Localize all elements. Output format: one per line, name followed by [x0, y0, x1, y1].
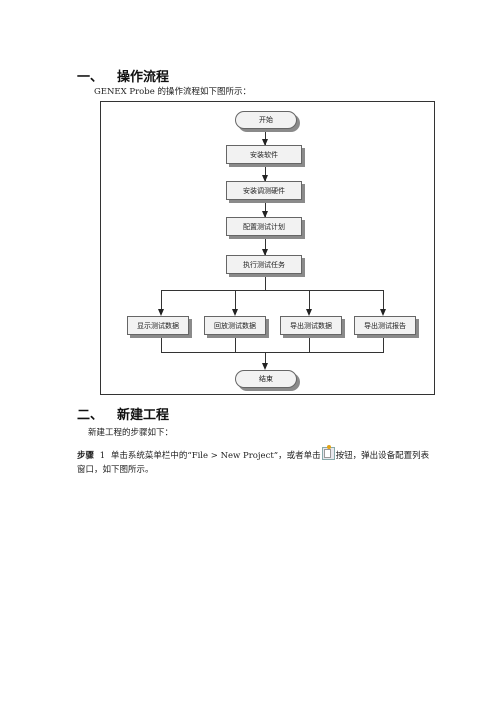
new-project-icon [321, 445, 335, 460]
step-1-line-1: 步骤 1 单击系统菜单栏中的“File > New Project”，或者单击 按… [77, 445, 430, 461]
flow-step: 配置测试计划 [226, 217, 302, 236]
flow-step: 安装软件 [226, 145, 302, 164]
intro-text: GENEX Probe 的操作流程如下图所示： [94, 87, 251, 97]
flowchart-frame [100, 101, 435, 395]
section-number: 一、 [77, 70, 104, 85]
flow-start: 开始 [235, 111, 297, 129]
step-text: 单击系统菜单栏中的“File > New Project”，或者单击 [110, 451, 321, 461]
section-title: 新建工程 [117, 408, 170, 423]
flow-branch: 导出测试数据 [280, 316, 342, 335]
step-number: 1 [99, 451, 106, 461]
intro-text: 新建工程的步骤如下： [88, 428, 174, 438]
flow-branch: 导出测试报告 [354, 316, 416, 335]
flow-branch: 显示测试数据 [127, 316, 189, 335]
step-label: 步骤 [77, 451, 95, 461]
step-1-line-2: 窗口，如下图所示。 [77, 465, 154, 475]
step-text: 按钮，弹出设备配置列表 [335, 451, 430, 461]
section-title: 操作流程 [117, 70, 170, 85]
flow-branch: 回放测试数据 [204, 316, 266, 335]
flow-step: 执行测试任务 [226, 255, 302, 274]
section-number: 二、 [77, 408, 104, 423]
flow-step: 安装调测硬件 [226, 181, 302, 200]
flow-end: 结束 [235, 370, 297, 388]
